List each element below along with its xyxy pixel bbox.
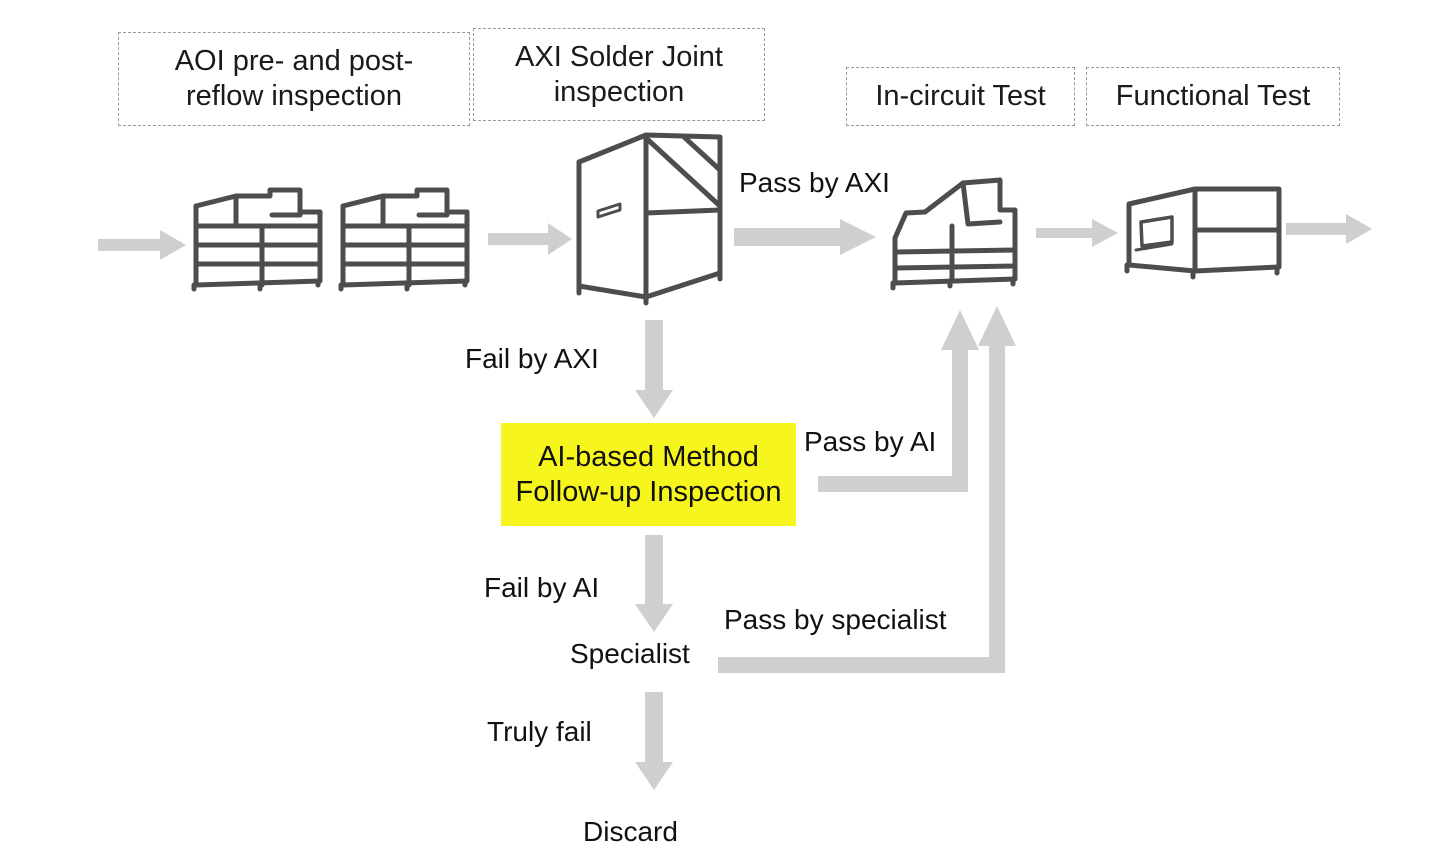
fail-by-axi-label: Fail by AXI — [465, 343, 599, 374]
fail-by-ai-label: Fail by AI — [484, 572, 600, 603]
pass-by-ai-label: Pass by AI — [804, 426, 937, 457]
functional-stage-box: Functional Test — [1086, 67, 1340, 126]
arrow-output — [1286, 214, 1372, 244]
arrow-aoi-to-axi — [488, 223, 572, 255]
specialist-node: Specialist — [570, 638, 690, 669]
functional-stage-label: Functional Test — [1115, 80, 1311, 112]
axi-stage-line2: inspection — [553, 75, 685, 108]
aoi-stage-line1: AOI pre- and post- — [174, 45, 414, 77]
arrow-pass-by-specialist — [718, 306, 1016, 673]
axi-stage-box: AXI Solder Joint inspection — [473, 28, 765, 121]
discard-node: Discard — [583, 816, 678, 847]
arrow-pass-by-axi — [734, 219, 876, 255]
aoi-machine-icon — [338, 187, 470, 292]
aoi-stage-box: AOI pre- and post- reflow inspection — [118, 32, 470, 126]
ict-stage-box: In-circuit Test — [846, 67, 1075, 126]
arrow-fail-by-axi — [635, 320, 673, 418]
ai-box-line2: Follow-up Inspection — [515, 475, 782, 508]
truly-fail-label: Truly fail — [487, 716, 592, 747]
ict-machine-icon — [890, 177, 1018, 291]
arrow-input — [98, 230, 186, 260]
arrow-pass-by-ai — [818, 310, 979, 492]
aoi-machine-icon — [191, 187, 323, 292]
aoi-stage-line2: reflow inspection — [186, 80, 402, 112]
pass-by-axi-label: Pass by AXI — [739, 167, 890, 198]
axi-machine-icon — [576, 132, 723, 306]
functional-tester-icon — [1124, 186, 1282, 280]
ai-box-line1: AI-based Method — [538, 440, 759, 473]
ai-followup-box: AI-based Method Follow-up Inspection — [501, 423, 796, 526]
axi-stage-line1: AXI Solder Joint — [515, 40, 723, 73]
pass-by-specialist-label: Pass by specialist — [724, 604, 947, 635]
arrow-fail-by-ai — [635, 535, 673, 632]
ict-stage-label: In-circuit Test — [875, 80, 1046, 112]
arrow-ict-to-functional — [1036, 219, 1118, 247]
arrow-truly-fail — [635, 692, 673, 790]
